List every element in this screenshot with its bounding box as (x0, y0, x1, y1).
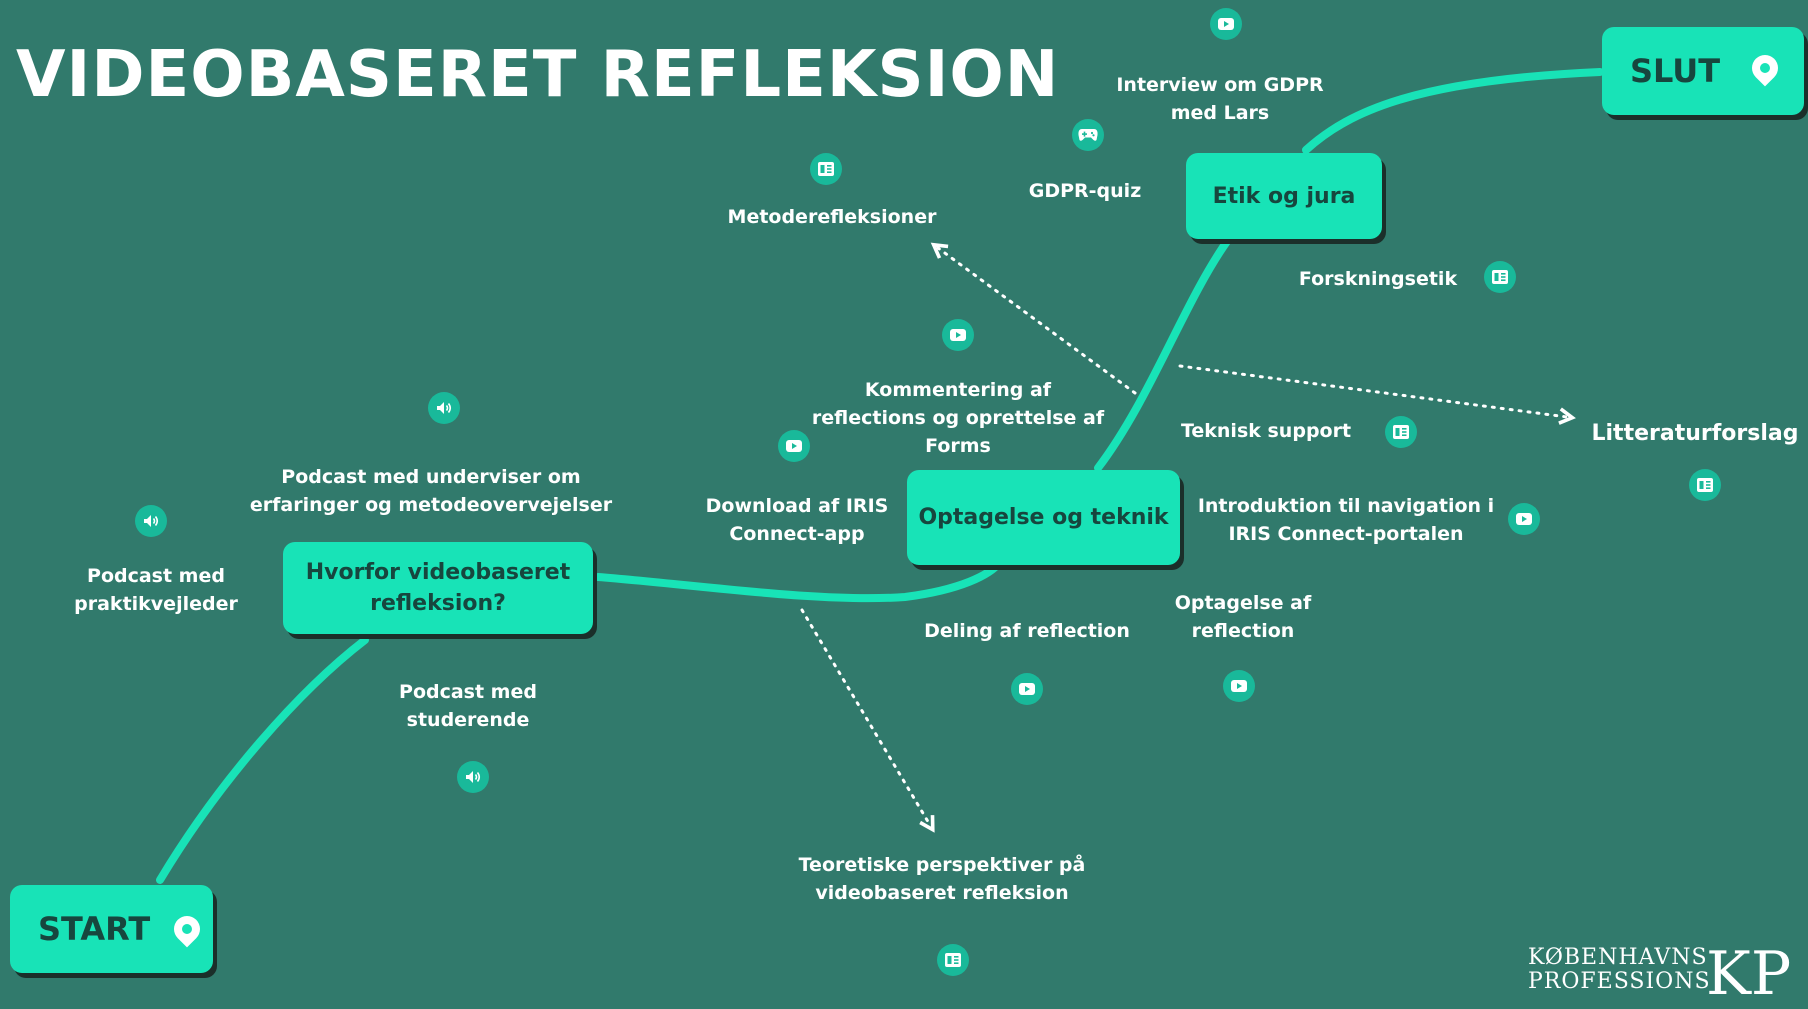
branch-metode (930, 242, 1137, 395)
speaker-icon[interactable] (428, 392, 460, 424)
logo-line-1: KØBENHAVNS (1528, 945, 1708, 970)
video-icon[interactable] (942, 319, 974, 351)
video-icon[interactable] (778, 430, 810, 462)
etik-node[interactable]: Etik og jura (1186, 153, 1382, 239)
kp-logo-mark: KP (1706, 939, 1792, 1009)
location-pin-icon (168, 910, 206, 948)
video-icon[interactable] (1011, 673, 1043, 705)
start-node[interactable]: START (10, 885, 213, 973)
label-introduktion[interactable]: Introduktion til navigation i IRIS Conne… (1197, 495, 1495, 545)
book-icon[interactable] (937, 944, 969, 976)
label-podcast-underviser[interactable]: Podcast med underviser om erfaringer og … (249, 466, 613, 516)
gamepad-icon[interactable] (1072, 119, 1104, 151)
diagram-canvas: VIDEOBASERET REFLEKSION START SLUT Hvorf… (0, 0, 1808, 979)
kp-logo-text: KØBENHAVNS PROFESSIONS (1528, 946, 1711, 994)
label-optagelse-af[interactable]: Optagelse af reflection (1174, 592, 1312, 642)
video-icon[interactable] (1210, 8, 1242, 40)
video-icon[interactable] (1223, 670, 1255, 702)
optagelse-label: Optagelse og teknik (918, 505, 1169, 530)
start-label: START (38, 910, 151, 948)
hvorfor-label: Hvorfor videobaseret refleksion? (305, 560, 571, 616)
label-deling[interactable]: Deling af reflection (924, 620, 1130, 642)
branch-teoretiske (800, 608, 935, 833)
page-title: VIDEOBASERET REFLEKSION (16, 38, 1060, 112)
book-icon[interactable] (1484, 261, 1516, 293)
label-teknisk[interactable]: Teknisk support (1180, 420, 1352, 442)
label-gdpr-quiz[interactable]: GDPR-quiz (1028, 180, 1142, 202)
etik-label: Etik og jura (1212, 183, 1356, 209)
book-icon[interactable] (1689, 469, 1721, 501)
label-forskningsetik[interactable]: Forskningsetik (1298, 268, 1458, 290)
label-teoretiske[interactable]: Teoretiske perspektiver på videobaseret … (798, 854, 1086, 904)
label-interview[interactable]: Interview om GDPR med Lars (1116, 74, 1324, 124)
route-start-to-hvorfor (156, 636, 369, 884)
optagelse-node[interactable]: Optagelse og teknik (907, 470, 1180, 565)
label-podcast-praktik[interactable]: Podcast med praktikvejleder (74, 565, 238, 615)
branch-litteratur (1178, 364, 1576, 425)
video-icon[interactable] (1508, 503, 1540, 535)
label-metode[interactable]: Metoderefleksioner (727, 206, 937, 228)
slut-label: SLUT (1630, 52, 1721, 90)
location-pin-icon (1746, 49, 1784, 87)
path-layer (156, 68, 1604, 884)
label-litteratur[interactable]: Litteraturforslag (1591, 421, 1799, 446)
speaker-icon[interactable] (135, 505, 167, 537)
speaker-icon[interactable] (457, 761, 489, 793)
route-hvorfor-to-optagelse (594, 558, 1004, 603)
route-etik-to-slut (1302, 68, 1604, 154)
route-optagelse-to-etik (1094, 236, 1232, 472)
label-podcast-studerende[interactable]: Podcast med studerende (399, 681, 537, 731)
slut-node[interactable]: SLUT (1602, 27, 1804, 115)
hvorfor-node[interactable]: Hvorfor videobaseret refleksion? (283, 542, 593, 634)
label-kommentering[interactable]: Kommentering af reflections og oprettels… (811, 379, 1105, 457)
book-icon[interactable] (1385, 416, 1417, 448)
logo-line-2: PROFESSIONS (1528, 969, 1711, 994)
label-download[interactable]: Download af IRIS Connect-app (705, 495, 889, 545)
book-icon[interactable] (810, 153, 842, 185)
